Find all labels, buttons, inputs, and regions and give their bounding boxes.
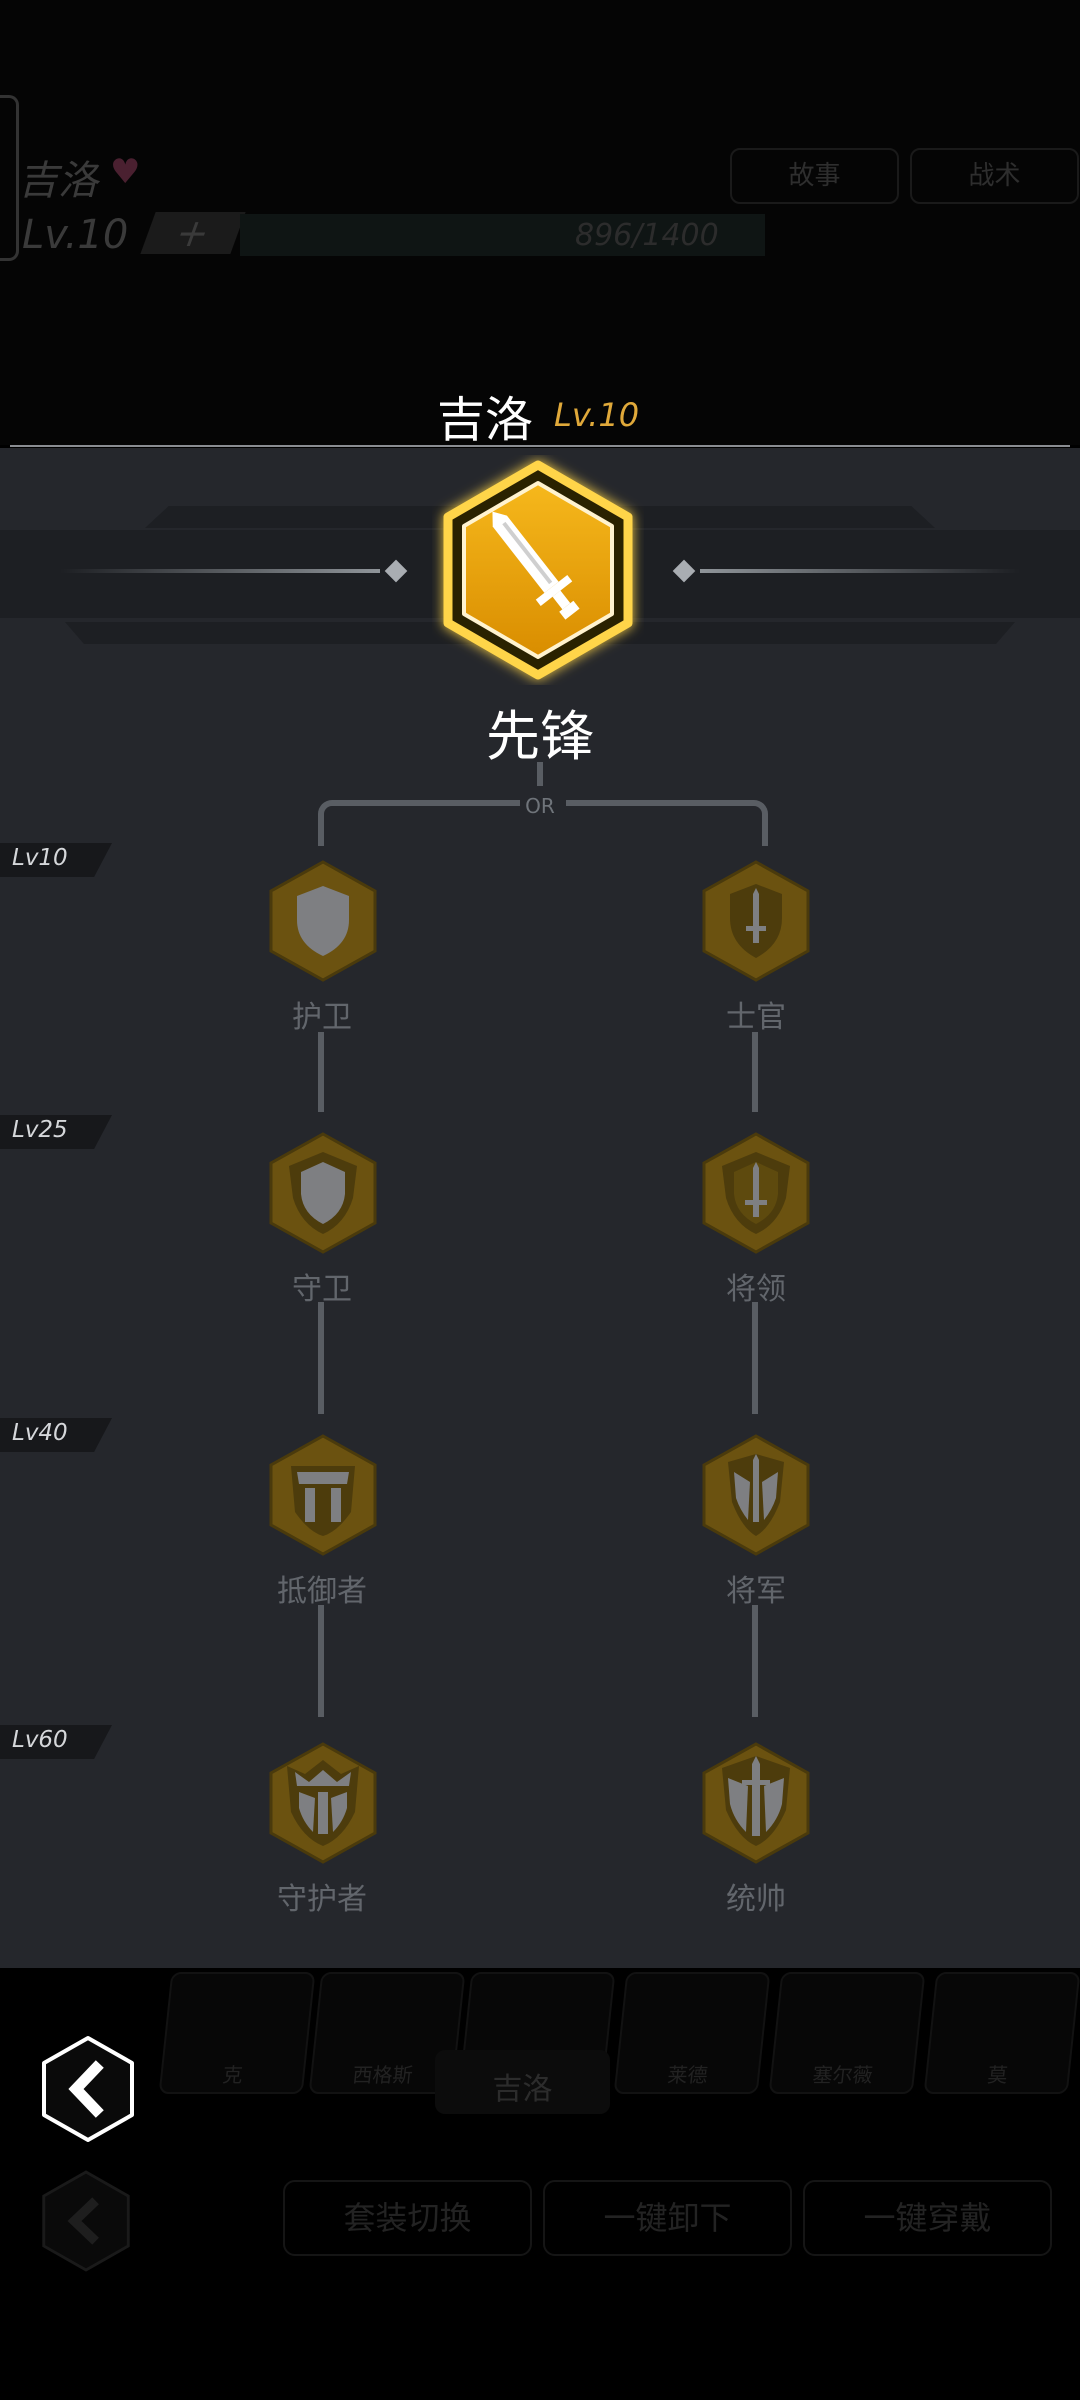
modal-character-level: Lv.10 — [554, 396, 640, 434]
connector-left-3 — [318, 1605, 324, 1717]
background-unequip-button: 一键卸下 — [543, 2180, 792, 2256]
background-team-card: 克 — [158, 1972, 316, 2094]
class-node-guard[interactable] — [265, 858, 381, 984]
crowned-shield-icon — [287, 1760, 359, 1846]
shield-icon — [301, 1162, 345, 1224]
class-label-sergeant: 士官 — [726, 1000, 786, 1035]
connector-right-1 — [752, 1032, 758, 1112]
background-exp-bar — [240, 214, 765, 256]
class-label-defender: 守卫 — [292, 1272, 352, 1307]
class-label-resistor: 抵御者 — [277, 1574, 367, 1609]
connector-left-2 — [318, 1302, 324, 1414]
or-label: OR — [525, 794, 555, 818]
heart-icon: ♥ — [110, 152, 141, 192]
level-tag: Lv60 — [0, 1725, 112, 1759]
shield-icon — [297, 886, 349, 956]
current-class-badge[interactable] — [432, 455, 644, 685]
background-back-icon — [42, 2170, 130, 2272]
background-equip-button: 一键穿戴 — [803, 2180, 1052, 2256]
class-label-commander: 将领 — [726, 1272, 786, 1307]
class-label-marshal: 统帅 — [726, 1882, 786, 1917]
current-class-name: 先锋 — [486, 705, 594, 768]
connector-left — [318, 800, 520, 846]
class-node-defender[interactable] — [265, 1130, 381, 1256]
banner-line-left — [60, 569, 380, 573]
class-node-sergeant[interactable] — [698, 858, 814, 984]
class-node-general[interactable] — [698, 1432, 814, 1558]
connector-right-2 — [752, 1302, 758, 1414]
level-tag: Lv40 — [0, 1418, 112, 1452]
connector-stem — [537, 762, 543, 786]
sword-icon — [492, 511, 580, 620]
class-node-commander[interactable] — [698, 1130, 814, 1256]
modal-character-name: 吉洛 — [437, 392, 534, 448]
background-selected-card-label: 吉洛 — [435, 2050, 610, 2114]
back-chevron-icon — [68, 2060, 104, 2118]
background-team-card: 莱德 — [613, 1972, 771, 2094]
connector-right-3 — [752, 1605, 758, 1717]
connector-left-1 — [318, 1032, 324, 1112]
background-story-button: 故事 — [730, 148, 899, 204]
background-team-card: 莫 — [923, 1972, 1080, 2094]
dagger-icon — [746, 888, 766, 943]
title-divider — [10, 445, 1070, 447]
class-label-guardian: 守护者 — [277, 1882, 367, 1917]
class-tree-panel — [0, 448, 1080, 1968]
class-label-general: 将军 — [726, 1574, 786, 1609]
level-tag: Lv25 — [0, 1115, 112, 1149]
class-node-guardian[interactable] — [265, 1740, 381, 1866]
ornate-sword-icon — [722, 1756, 790, 1846]
tower-shield-icon — [291, 1466, 355, 1536]
class-node-marshal[interactable] — [698, 1740, 814, 1866]
background-level: Lv.10 — [22, 212, 129, 258]
level-tag: Lv10 — [0, 843, 112, 877]
back-button[interactable] — [38, 2034, 138, 2144]
background-team-card: 塞尔薇 — [768, 1972, 926, 2094]
background-swap-button: 套装切换 — [283, 2180, 532, 2256]
class-node-resistor[interactable] — [265, 1432, 381, 1558]
sword-badge-icon — [745, 1162, 767, 1217]
background-avatar-frame — [0, 95, 19, 261]
background-character-name: 吉洛 — [18, 158, 98, 204]
connector-right — [566, 800, 768, 846]
background-exp-text: 896/1400 — [575, 218, 719, 253]
background-stats-button: 战术 — [910, 148, 1079, 204]
background-add-level-button: + — [140, 211, 246, 255]
winged-sword-icon — [728, 1454, 784, 1536]
banner-line-right — [700, 569, 1020, 573]
class-label-guard: 护卫 — [292, 1000, 352, 1035]
